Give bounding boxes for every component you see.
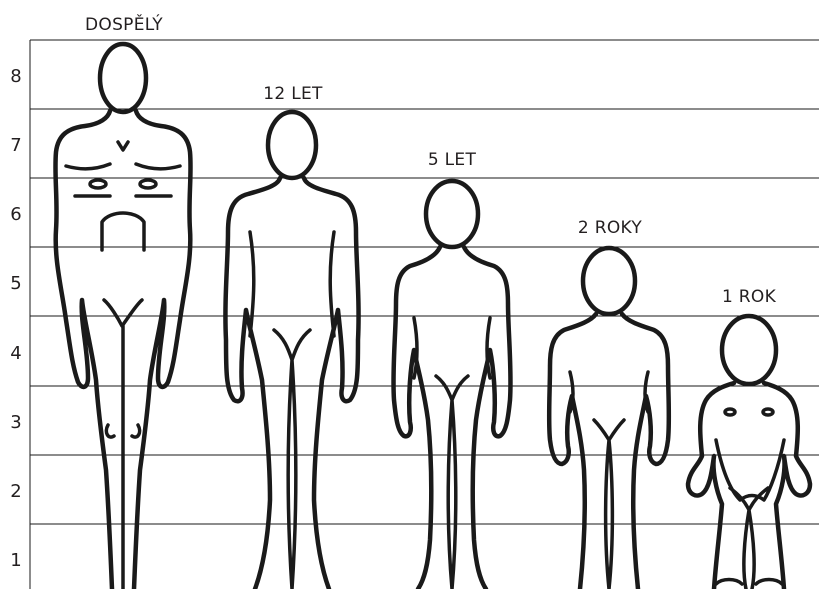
label-1-year: 1 ROK	[722, 287, 776, 307]
figure-12-years	[225, 112, 358, 589]
scale-label-1: 1	[8, 552, 24, 570]
scale-label-2: 2	[8, 483, 24, 501]
one-head	[722, 316, 776, 384]
one-nipple-right	[763, 409, 773, 415]
label-adult: DOSPĚLÝ	[85, 15, 163, 35]
label-5-years: 5 LET	[428, 150, 476, 170]
figure-5-years	[393, 181, 510, 589]
label-2-years: 2 ROKY	[578, 218, 642, 238]
twelve-head	[268, 112, 316, 178]
five-head	[426, 181, 478, 247]
figure-1-year	[688, 316, 810, 589]
scale-label-4: 4	[8, 345, 24, 363]
figure-2-years	[549, 248, 669, 589]
scale-label-7: 7	[8, 137, 24, 155]
scale-label-3: 3	[8, 414, 24, 432]
one-detail	[716, 440, 784, 589]
one-body-outline	[688, 383, 810, 589]
scale-label-6: 6	[8, 206, 24, 224]
two-head	[583, 248, 635, 314]
adult-head	[100, 44, 146, 112]
label-12-years: 12 LET	[263, 84, 322, 104]
scale-label-8: 8	[8, 68, 24, 86]
five-detail	[414, 318, 490, 589]
adult-nipple-left	[90, 180, 106, 188]
adult-nipple-right	[140, 180, 156, 188]
scale-label-5: 5	[8, 275, 24, 293]
one-nipple-left	[725, 409, 735, 415]
twelve-detail	[250, 232, 334, 589]
